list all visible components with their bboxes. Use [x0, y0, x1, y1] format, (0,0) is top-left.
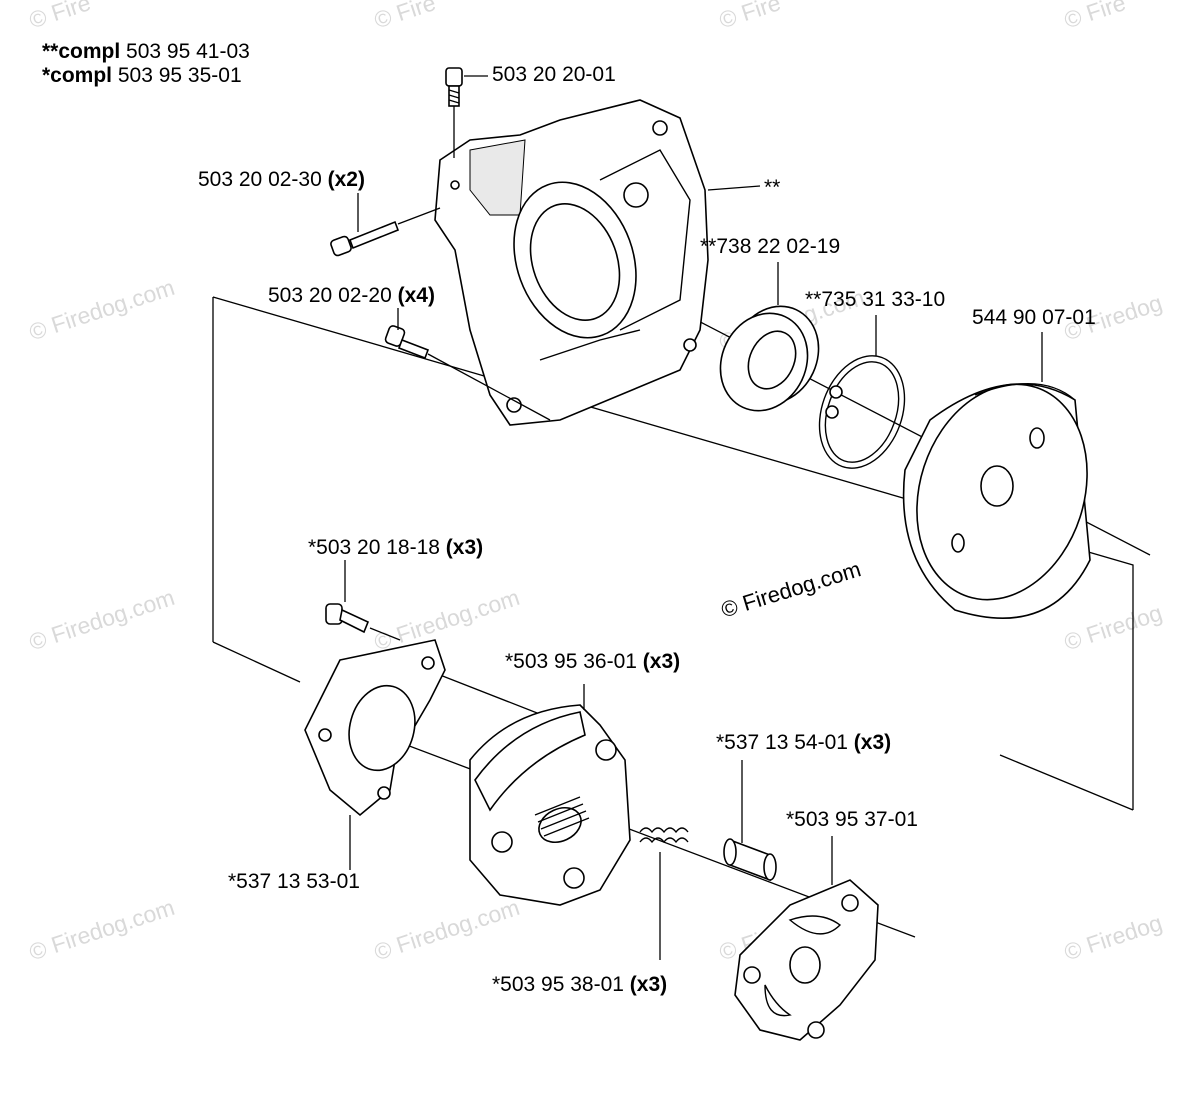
header-number: 503 95 35-01 [117, 64, 242, 87]
quantity: (x3) [445, 536, 484, 559]
callout-drum: 544 90 07-01 [972, 306, 1096, 329]
quantity: (x2) [327, 168, 365, 191]
clutch-housing [434, 99, 709, 426]
clutch-hub [734, 836, 879, 1041]
screw-top [445, 67, 488, 158]
header-assembly-1: **compl 503 95 41-03 [42, 40, 250, 64]
part-number: *503 20 18-18 [308, 536, 440, 559]
circlip [818, 315, 906, 469]
part-number: 503 20 02-30 [198, 168, 322, 191]
callout-sleeve-x3: *537 13 54-01 (x3) [716, 731, 891, 755]
part-number: 503 20 02-20 [268, 284, 392, 307]
header-assembly-2: *compl 503 95 35-01 [42, 64, 242, 88]
bearing [719, 262, 820, 412]
quantity: (x4) [397, 284, 435, 307]
part-number: *503 95 36-01 [505, 650, 637, 673]
quantity: (x3) [642, 650, 681, 673]
bolt-x3 [325, 560, 401, 641]
callout-screw-x4: 503 20 02-20 (x4) [268, 284, 435, 308]
callout-housing: ** [764, 176, 781, 199]
callout-shoe-x3: *503 95 36-01 (x3) [505, 650, 680, 674]
clutch-drum [902, 332, 1091, 619]
assembly-bracket-line [439, 674, 556, 721]
screw-x4 [384, 308, 551, 421]
part-number: *537 13 54-01 [716, 731, 848, 754]
part-number: *503 95 38-01 [492, 973, 624, 996]
header-prefix: **compl [42, 40, 121, 63]
assembly-bracket-line [999, 754, 1134, 811]
leader-line [707, 185, 761, 191]
callout-circlip: **735 31 33-10 [805, 288, 946, 311]
callout-bearing: **738 22 02-19 [700, 235, 841, 258]
quantity: (x3) [629, 973, 668, 996]
header-number: 503 95 41-03 [126, 40, 250, 63]
header-prefix: *compl [42, 64, 113, 87]
callout-hub: *503 95 37-01 [786, 808, 918, 831]
sleeve [723, 760, 777, 882]
callout-plate: *537 13 53-01 [228, 870, 360, 893]
spring [639, 827, 689, 960]
back-plate [304, 639, 446, 870]
quantity: (x3) [853, 731, 892, 754]
callout-screw-x2: 503 20 02-30 (x2) [198, 168, 365, 192]
callout-bolt-x3: *503 20 18-18 (x3) [308, 536, 483, 560]
clutch-shoe-assembly [469, 684, 631, 906]
screw-x2 [330, 193, 441, 257]
assembly-bracket-line [212, 641, 301, 683]
callout-spring-x3: *503 95 38-01 (x3) [492, 973, 667, 997]
callout-screw-top: 503 20 20-01 [492, 63, 616, 86]
